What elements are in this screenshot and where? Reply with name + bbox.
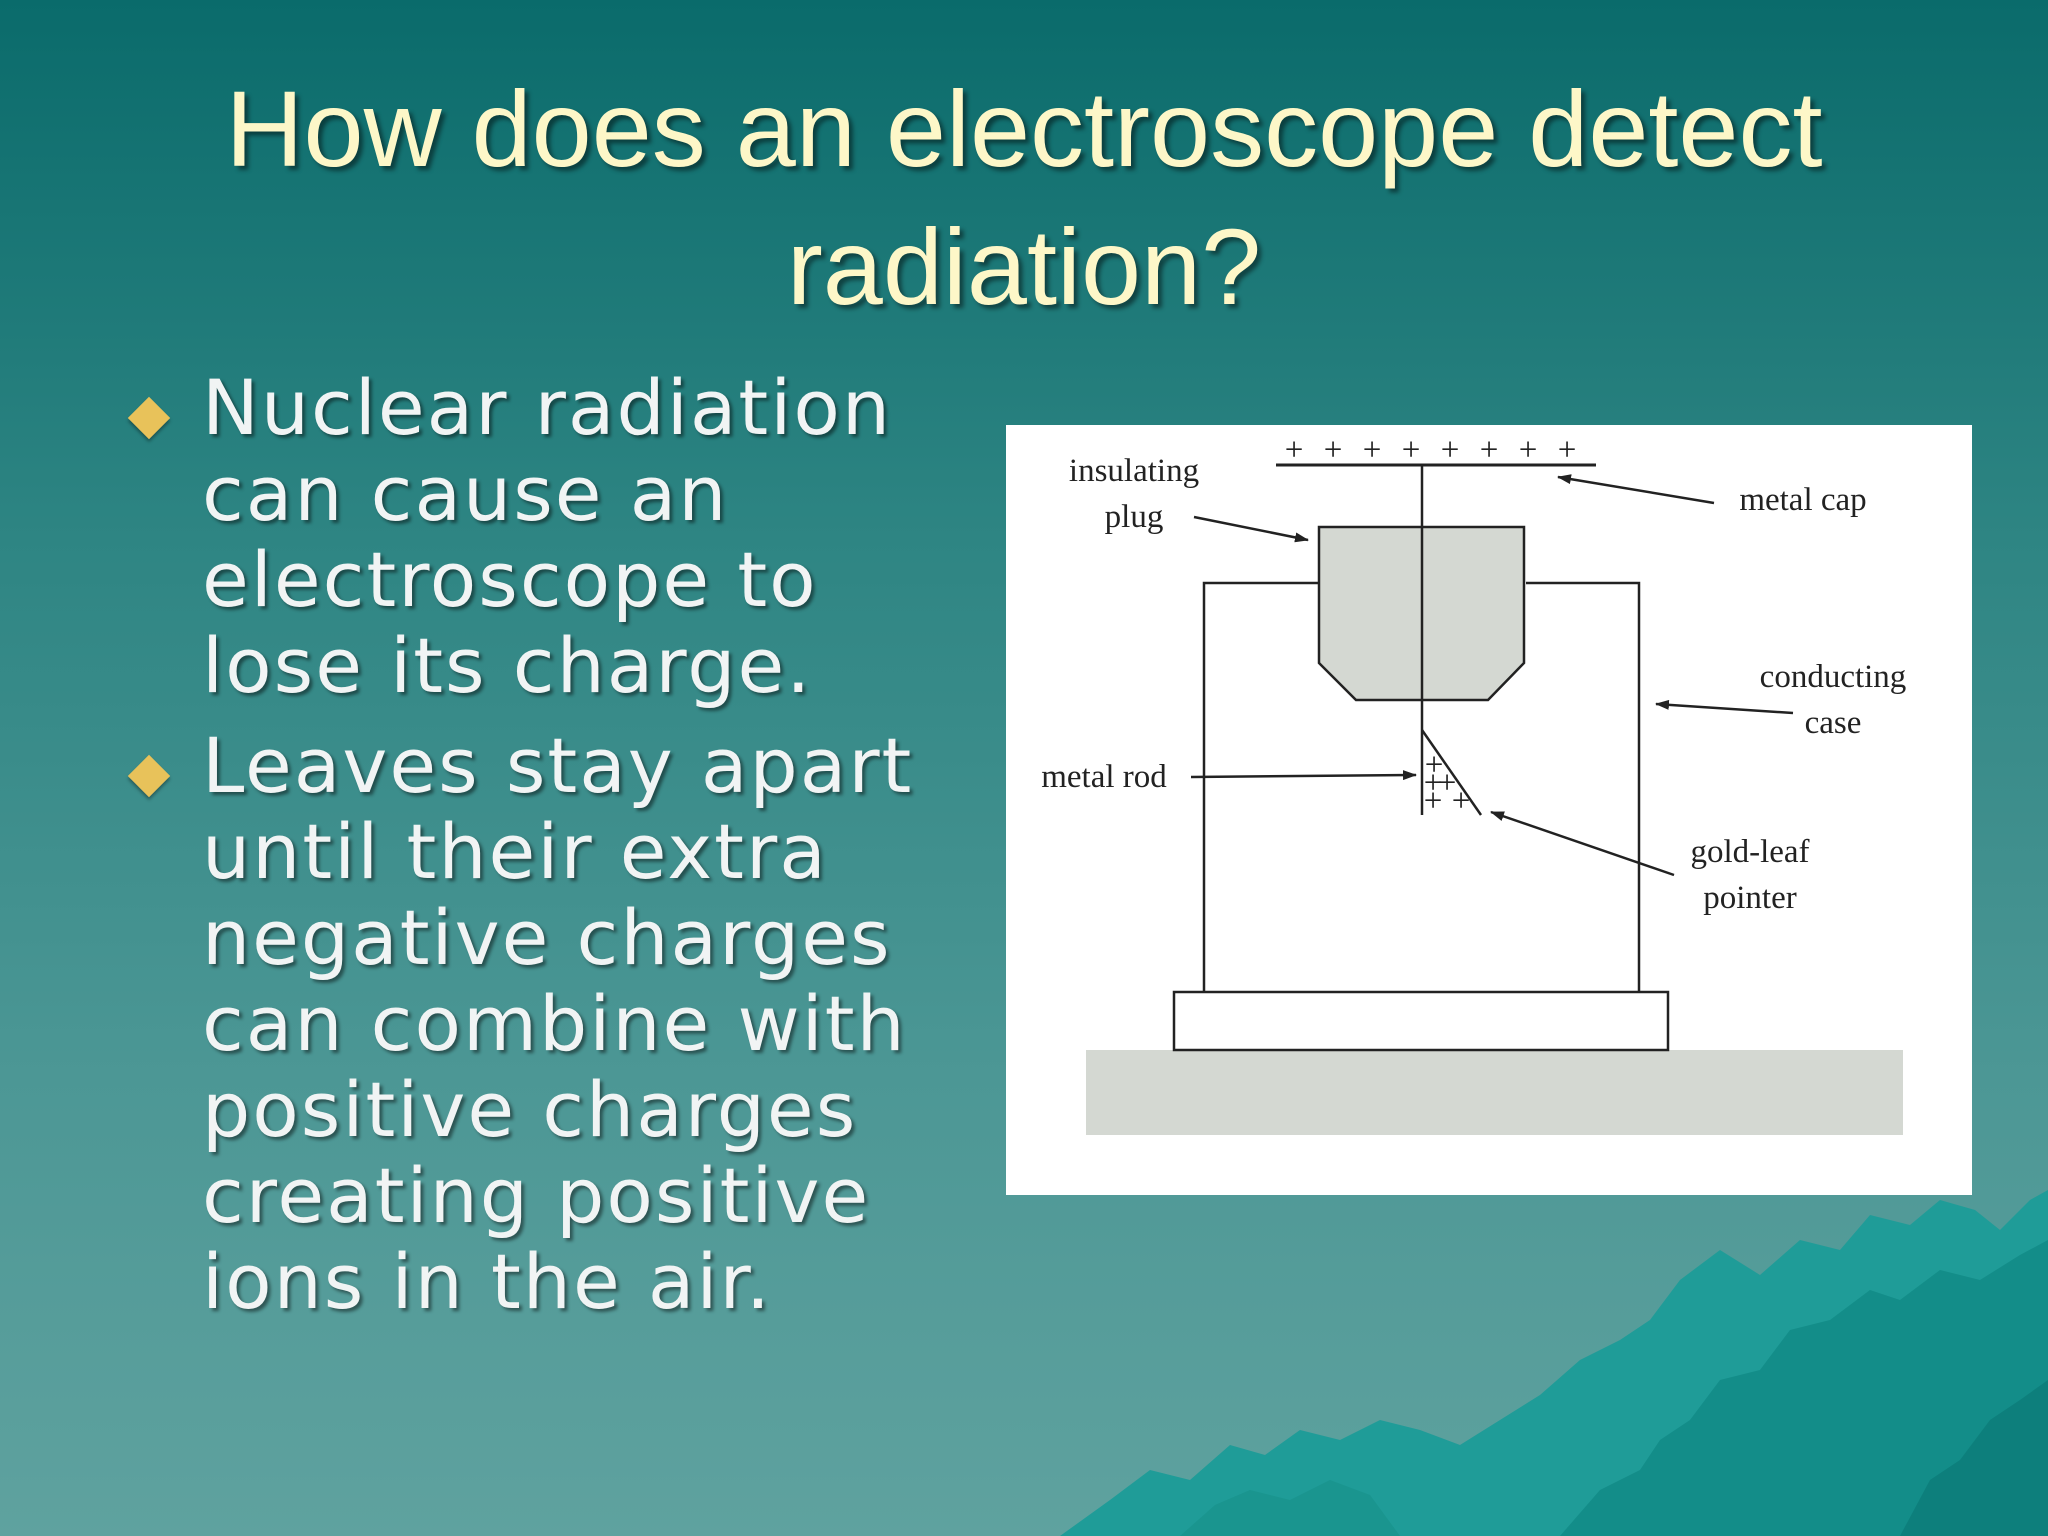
label-metal-cap: metal cap: [1739, 482, 1866, 518]
cap-charge: +: [1402, 432, 1421, 468]
label-case: case: [1805, 705, 1862, 741]
label-plug: plug: [1105, 499, 1164, 535]
cap-charge: +: [1519, 432, 1538, 468]
cap-charge: +: [1558, 432, 1577, 468]
label-pointer: pointer: [1703, 880, 1796, 916]
leaf-charge: +: [1425, 747, 1444, 783]
label-metal-rod: metal rod: [1041, 759, 1167, 795]
table-surface: [1086, 1050, 1903, 1135]
slide-title: How does an electroscope detect radiatio…: [225, 68, 1823, 327]
bullet-item: Nuclear radiation can cause an electrosc…: [120, 365, 980, 709]
leaf-charge: +: [1452, 783, 1471, 819]
metal-cap-arrow: [1557, 474, 1715, 505]
diamond-bullet-icon: [127, 754, 171, 798]
gold-leaf-arrow: [1490, 810, 1675, 877]
electroscope-base: [1172, 990, 1670, 1052]
bullet-text: Leaves stay apart until their extra nega…: [202, 721, 914, 1326]
leaf-charge: +: [1424, 783, 1443, 819]
diamond-bullet-icon: [127, 396, 171, 440]
leaf-charges: + + + + +: [1424, 747, 1471, 819]
insulating-plug-arrow: [1193, 515, 1309, 543]
electroscope-diagram: + + + + + + + + + + + + + insulating plu…: [1006, 425, 1972, 1195]
cap-charge: +: [1324, 432, 1343, 468]
conducting-case: [1202, 581, 1641, 992]
label-gold-leaf: gold-leaf: [1690, 834, 1809, 870]
gold-leaf-pointer: [1420, 729, 1483, 816]
metal-rod-arrow: [1190, 770, 1417, 781]
bullet-item: Leaves stay apart until their extra nega…: [120, 723, 980, 1325]
bullet-text: Nuclear radiation can cause an electrosc…: [202, 363, 892, 710]
leaf-charge: +: [1424, 765, 1443, 801]
cap-charge: +: [1285, 432, 1304, 468]
leaf-charge: +: [1438, 765, 1457, 801]
cap-charge: +: [1441, 432, 1460, 468]
bullet-list: Nuclear radiation can cause an electrosc…: [120, 365, 980, 1339]
conducting-case-arrow: [1655, 699, 1794, 715]
label-conducting: conducting: [1760, 659, 1907, 695]
label-insulating: insulating: [1069, 453, 1199, 489]
cap-charge: +: [1363, 432, 1382, 468]
cap-charge: +: [1480, 432, 1499, 468]
cap-charges: + + + + + + + +: [1285, 432, 1577, 468]
